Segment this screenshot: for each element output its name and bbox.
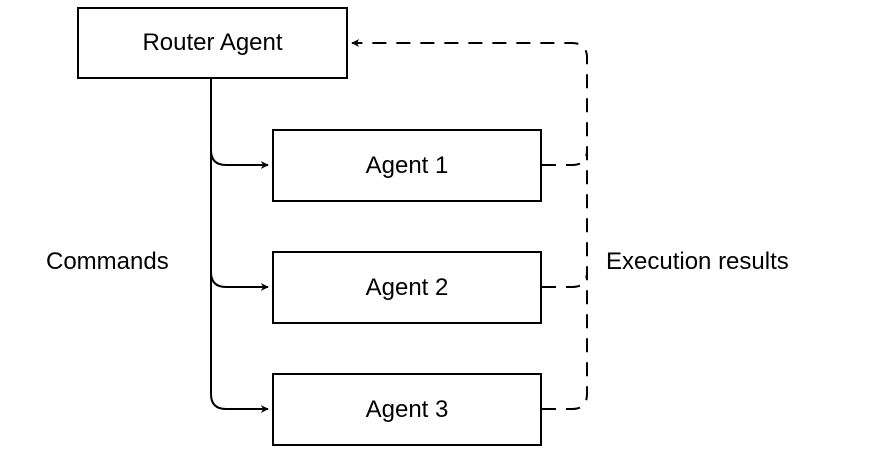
result-line-agent-2: [542, 271, 588, 288]
command-arrow-agent-3: [210, 272, 269, 413]
command-arrow-agent-1: [210, 79, 269, 169]
router-agent-node: Router Agent: [77, 7, 348, 79]
result-line-agent-3: [351, 39, 588, 410]
agent-2-node: Agent 2: [272, 251, 542, 324]
agent-2-label: Agent 2: [365, 273, 449, 301]
results-connectors: [351, 39, 588, 410]
result-line-agent-1: [542, 149, 588, 166]
agent-3-node: Agent 3: [272, 373, 542, 446]
router-agent-label: Router Agent: [142, 29, 283, 56]
commands-connectors: [210, 79, 269, 413]
command-arrow-agent-2: [210, 150, 269, 291]
agent-3-label: Agent 3: [365, 395, 449, 423]
agent-1-label: Agent 1: [365, 151, 449, 179]
agent-1-node: Agent 1: [272, 129, 542, 202]
commands-edge-label: Commands: [46, 248, 169, 275]
execution-results-edge-label: Execution results: [606, 248, 789, 275]
